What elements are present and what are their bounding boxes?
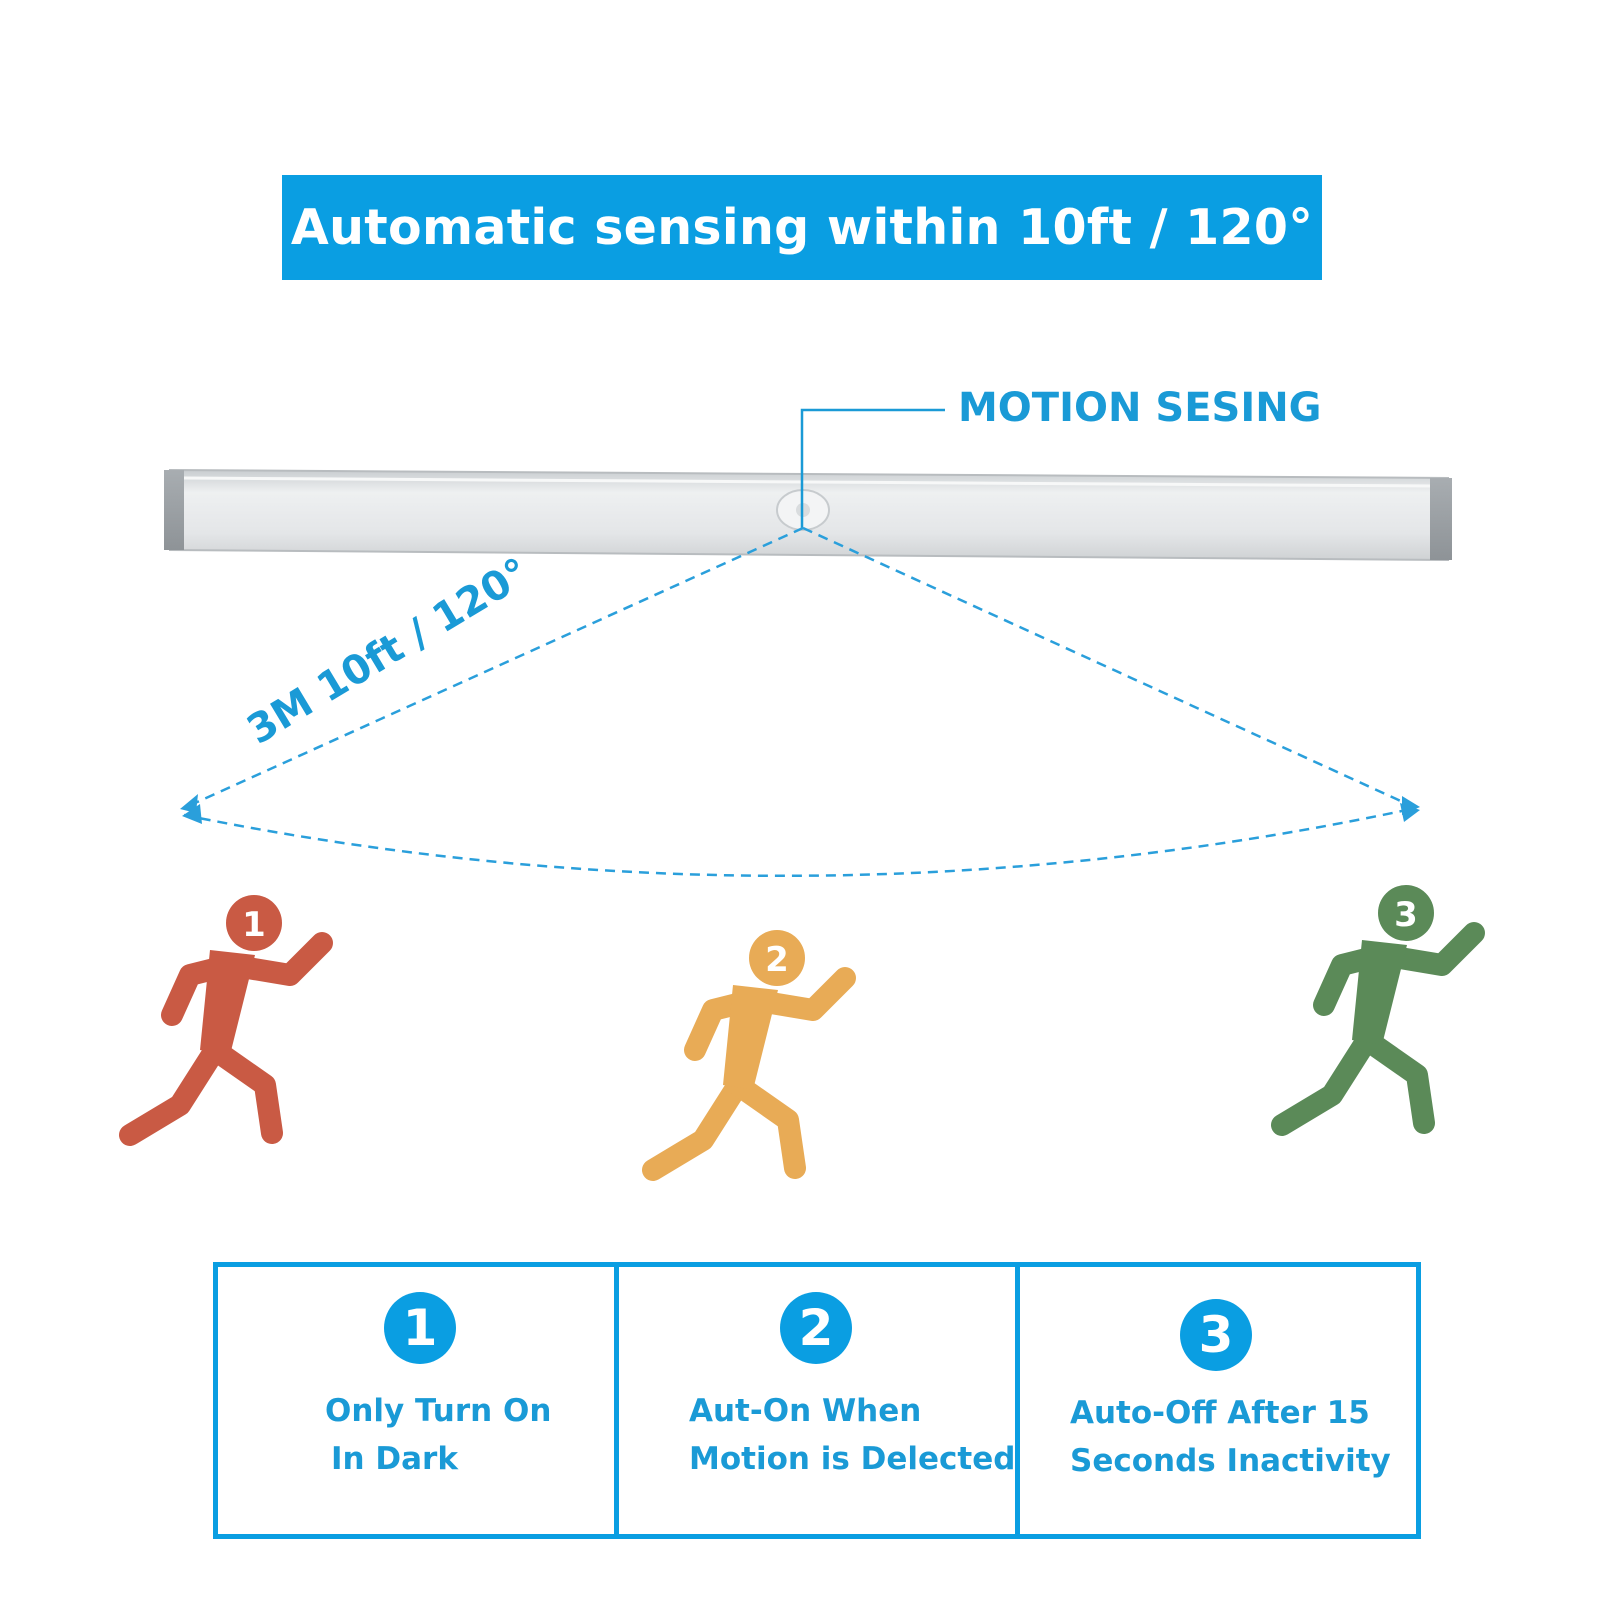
title-text: Automatic sensing within 10ft / 120°	[290, 199, 1314, 256]
runner-badge: 3	[1394, 895, 1418, 935]
step-number-badge: 1	[384, 1292, 456, 1364]
detection-field	[183, 526, 1417, 877]
motion-sensing-label: MOTION SESING	[958, 385, 1322, 431]
step-text-line1: Only Turn On	[325, 1393, 552, 1429]
steps-panel: 1 Only Turn On In Dark 2 Aut-On When Mot…	[213, 1262, 1421, 1539]
step-number-badge: 3	[1180, 1299, 1252, 1371]
step-text-line1: Auto-Off After 15	[1070, 1395, 1370, 1431]
title-banner: Automatic sensing within 10ft / 120°	[282, 175, 1322, 280]
runner-icon: 1	[119, 895, 333, 1146]
runner-badge: 1	[242, 905, 266, 945]
step-text-line2: Seconds Inactivity	[1070, 1443, 1391, 1479]
step-text-line2: In Dark	[331, 1441, 458, 1477]
step-text-line2: Motion is Delected	[689, 1441, 1016, 1477]
arrowheads	[180, 794, 1420, 824]
step-number-badge: 2	[780, 1292, 852, 1364]
runner-icon: 3	[1271, 885, 1485, 1136]
step-1: 1 Only Turn On In Dark	[218, 1267, 614, 1534]
range-label: 3M 10ft / 120°	[239, 549, 537, 753]
step-2: 2 Aut-On When Motion is Delected	[614, 1267, 1015, 1534]
sensor-callout-line	[800, 408, 945, 528]
step-text-line1: Aut-On When	[689, 1393, 922, 1429]
step-3: 3 Auto-Off After 15 Seconds Inactivity	[1015, 1267, 1416, 1534]
runner-icon: 2	[642, 930, 856, 1181]
runner-badge: 2	[765, 940, 789, 980]
